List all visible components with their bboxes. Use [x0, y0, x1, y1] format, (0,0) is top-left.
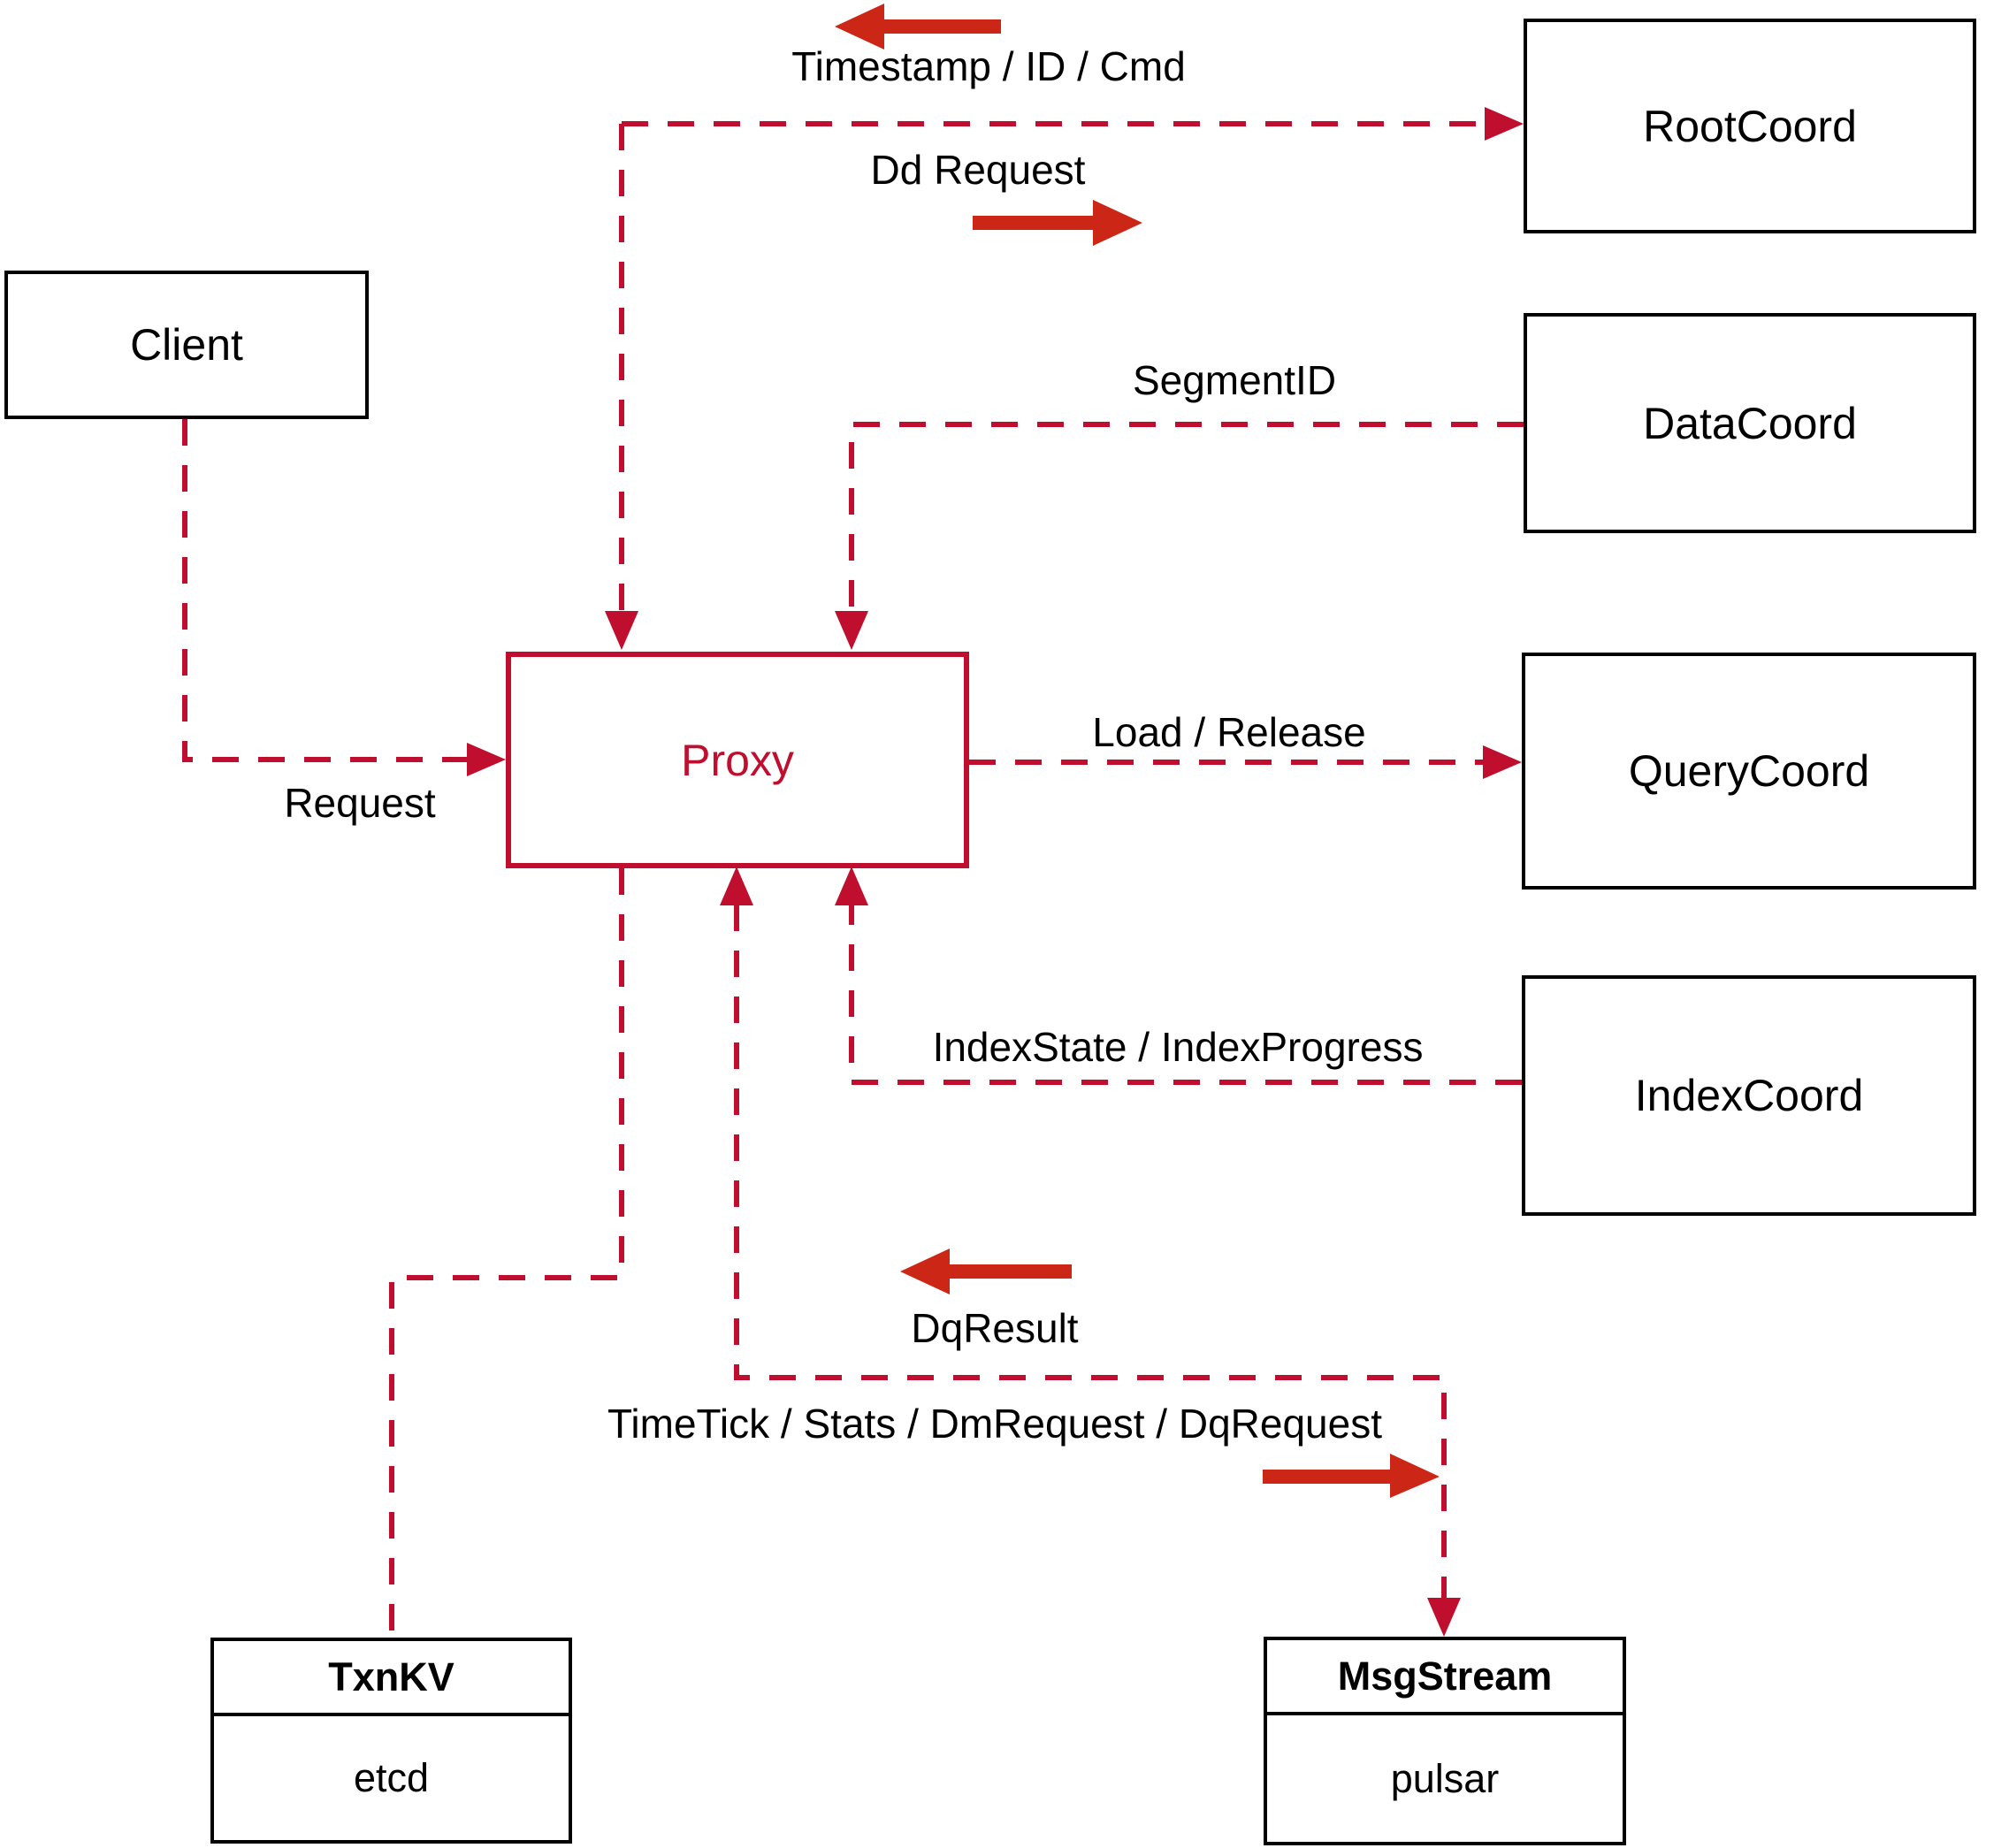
arrowhead-up-into-proxy-bottom-right-icon: [835, 867, 868, 905]
edge-timetick-line: [734, 905, 1447, 1600]
edge-label-indexstate: IndexState / IndexProgress: [932, 1024, 1424, 1070]
node-client: Client: [4, 271, 369, 419]
node-querycoord: QueryCoord: [1522, 653, 1976, 890]
edge-label-request: Request: [284, 780, 436, 826]
node-datacoord-label: DataCoord: [1643, 398, 1857, 448]
node-msgstream-value: pulsar: [1390, 1755, 1500, 1801]
edge-segmentid-line: [849, 422, 1524, 615]
arrowhead-down-into-proxy-top-right-icon: [835, 611, 868, 650]
node-msgstream-title: MsgStream: [1267, 1640, 1623, 1715]
arrowhead-right-into-proxy-left-icon: [467, 743, 506, 776]
node-indexcoord-label: IndexCoord: [1634, 1071, 1864, 1120]
arrowhead-down-into-msgstream-icon: [1427, 1598, 1461, 1637]
edge-indexstate-line: [849, 905, 1522, 1085]
edge-label-segmentid: SegmentID: [1132, 357, 1337, 403]
edge-label-load-release: Load / Release: [1092, 709, 1366, 755]
node-rootcoord-label: RootCoord: [1643, 101, 1857, 151]
node-txnkv-value: etcd: [353, 1755, 430, 1800]
solid-arrow-right-timetick-icon: [1263, 1454, 1440, 1498]
node-querycoord-label: QueryCoord: [1628, 746, 1870, 796]
node-datacoord: DataCoord: [1524, 313, 1976, 533]
node-txnkv: TxnKV etcd: [210, 1638, 572, 1844]
solid-arrow-left-dqresult-icon: [900, 1249, 1072, 1294]
edge-request-line: [182, 419, 470, 762]
edge-label-dqresult: DqResult: [911, 1305, 1079, 1351]
node-proxy: Proxy: [506, 652, 969, 868]
edge-label-dd-request: Dd Request: [870, 147, 1086, 193]
arrowhead-up-into-proxy-bottom-mid-icon: [720, 867, 753, 905]
edge-txnkv-line: [389, 868, 624, 1636]
node-indexcoord: IndexCoord: [1522, 975, 1976, 1216]
node-proxy-label: Proxy: [681, 735, 794, 785]
edge-label-timestamp: Timestamp / ID / Cmd: [791, 43, 1186, 89]
node-txnkv-title: TxnKV: [214, 1641, 569, 1716]
node-msgstream: MsgStream pulsar: [1264, 1637, 1626, 1845]
edge-label-timetick: TimeTick / Stats / DmRequest / DqRequest: [607, 1401, 1382, 1447]
arrowhead-down-into-proxy-top-left-icon: [605, 611, 638, 650]
node-client-label: Client: [130, 320, 243, 370]
arrowhead-right-into-rootcoord-icon: [1485, 107, 1524, 141]
arrowhead-right-into-querycoord-icon: [1483, 745, 1522, 779]
solid-arrow-left-timestamp-icon: [835, 4, 1001, 50]
node-rootcoord: RootCoord: [1524, 19, 1976, 233]
solid-arrow-right-ddrequest-icon: [973, 200, 1142, 246]
